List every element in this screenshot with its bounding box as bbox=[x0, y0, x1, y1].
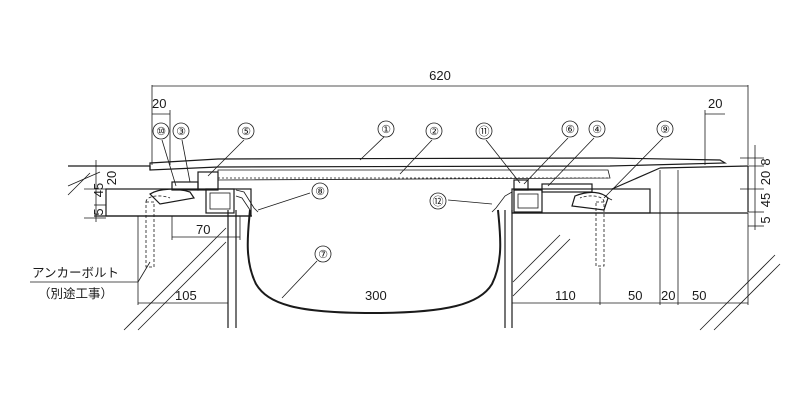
dim-50-a: 50 bbox=[628, 288, 642, 303]
dim-20-b: 20 bbox=[661, 288, 675, 303]
callout-6: ⑥ bbox=[561, 120, 579, 138]
bottom-dimension-lines bbox=[137, 170, 749, 305]
callout-1: ① bbox=[377, 120, 395, 138]
anchor-bolt-note-line2: （別途工事） bbox=[38, 286, 113, 301]
callout-10: ⑩ bbox=[152, 122, 170, 140]
svg-text:③: ③ bbox=[176, 126, 186, 138]
drain-gutter bbox=[246, 209, 502, 315]
callout-3: ③ bbox=[172, 122, 190, 140]
right-vertical-dimensions bbox=[740, 145, 764, 230]
anchor-bolt-left bbox=[145, 195, 171, 268]
svg-text:⑪: ⑪ bbox=[479, 125, 490, 138]
callout-leaders bbox=[161, 136, 664, 299]
callout-11: ⑪ bbox=[475, 122, 493, 140]
dim-overall-620: 620 bbox=[429, 68, 451, 83]
svg-text:⑨: ⑨ bbox=[660, 124, 670, 136]
dim-50-b: 50 bbox=[692, 288, 706, 303]
svg-text:①: ① bbox=[381, 124, 391, 136]
svg-text:④: ④ bbox=[592, 124, 602, 136]
hatching bbox=[67, 172, 781, 331]
dim-105: 105 bbox=[175, 288, 197, 303]
dim-left-20: 20 bbox=[152, 96, 166, 111]
svg-text:⑤: ⑤ bbox=[241, 126, 251, 138]
dim-right-45: 45 bbox=[758, 193, 773, 207]
dim-right-5: 5 bbox=[758, 216, 773, 223]
callout-2: ② bbox=[425, 122, 443, 140]
right-floor-slab bbox=[511, 165, 749, 214]
dim-right-8: 8 bbox=[758, 158, 773, 165]
dim-left-20-vertical: 20 bbox=[104, 171, 119, 185]
callout-12: ⑫ bbox=[429, 192, 447, 210]
overall-width-dimension bbox=[151, 85, 749, 165]
anchor-bolt-note: アンカーボルト （別途工事） bbox=[30, 261, 151, 301]
callout-7: ⑦ bbox=[314, 245, 332, 263]
dim-left-45: 45 bbox=[91, 183, 106, 197]
dim-right-20-vertical: 20 bbox=[758, 171, 773, 185]
right-rail-mechanism bbox=[491, 179, 613, 328]
callout-9: ⑨ bbox=[656, 120, 674, 138]
dim-300: 300 bbox=[365, 288, 387, 303]
callout-5: ⑤ bbox=[237, 122, 255, 140]
dim-right-20: 20 bbox=[708, 96, 722, 111]
svg-text:⑫: ⑫ bbox=[433, 195, 444, 208]
svg-text:⑩: ⑩ bbox=[156, 126, 166, 138]
svg-text:⑥: ⑥ bbox=[565, 124, 575, 136]
svg-text:⑧: ⑧ bbox=[315, 186, 325, 198]
svg-text:②: ② bbox=[429, 126, 439, 138]
dim-110: 110 bbox=[555, 288, 576, 303]
callout-8: ⑧ bbox=[311, 182, 329, 200]
left-rail-mechanism bbox=[149, 171, 259, 328]
anchor-bolt-note-line1: アンカーボルト bbox=[32, 265, 119, 280]
callout-4: ④ bbox=[588, 120, 606, 138]
anchor-bolt-right bbox=[579, 195, 605, 267]
svg-text:⑦: ⑦ bbox=[318, 249, 328, 261]
dim-70: 70 bbox=[196, 222, 210, 237]
dim-left-5: 5 bbox=[91, 208, 106, 215]
